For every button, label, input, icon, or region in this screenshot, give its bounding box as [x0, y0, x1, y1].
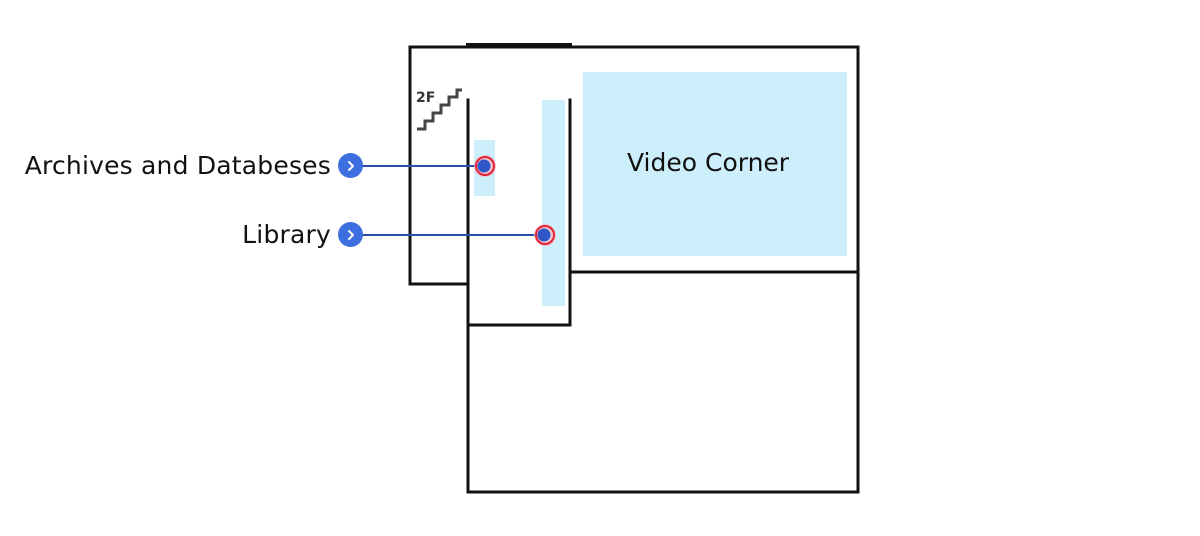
archives-callout-label: Archives and Databeses: [24, 151, 331, 180]
archives-callout[interactable]: Archives and Databeses: [25, 151, 363, 180]
video-corner-area[interactable]: [583, 72, 847, 256]
floor-label: 2F: [416, 90, 436, 106]
chevron-right-icon[interactable]: [338, 153, 363, 178]
archives-location-marker-icon[interactable]: [474, 155, 496, 177]
chevron-right-icon[interactable]: [338, 222, 363, 247]
library-location-marker-icon[interactable]: [534, 224, 556, 246]
stair-annex-wall: [408, 45, 470, 286]
library-callout-label: Library: [242, 220, 331, 249]
library-callout[interactable]: Library: [242, 220, 363, 249]
library-area[interactable]: [542, 100, 565, 306]
stairs-icon: [417, 88, 462, 131]
video-corner-label: Video Corner: [627, 148, 790, 177]
